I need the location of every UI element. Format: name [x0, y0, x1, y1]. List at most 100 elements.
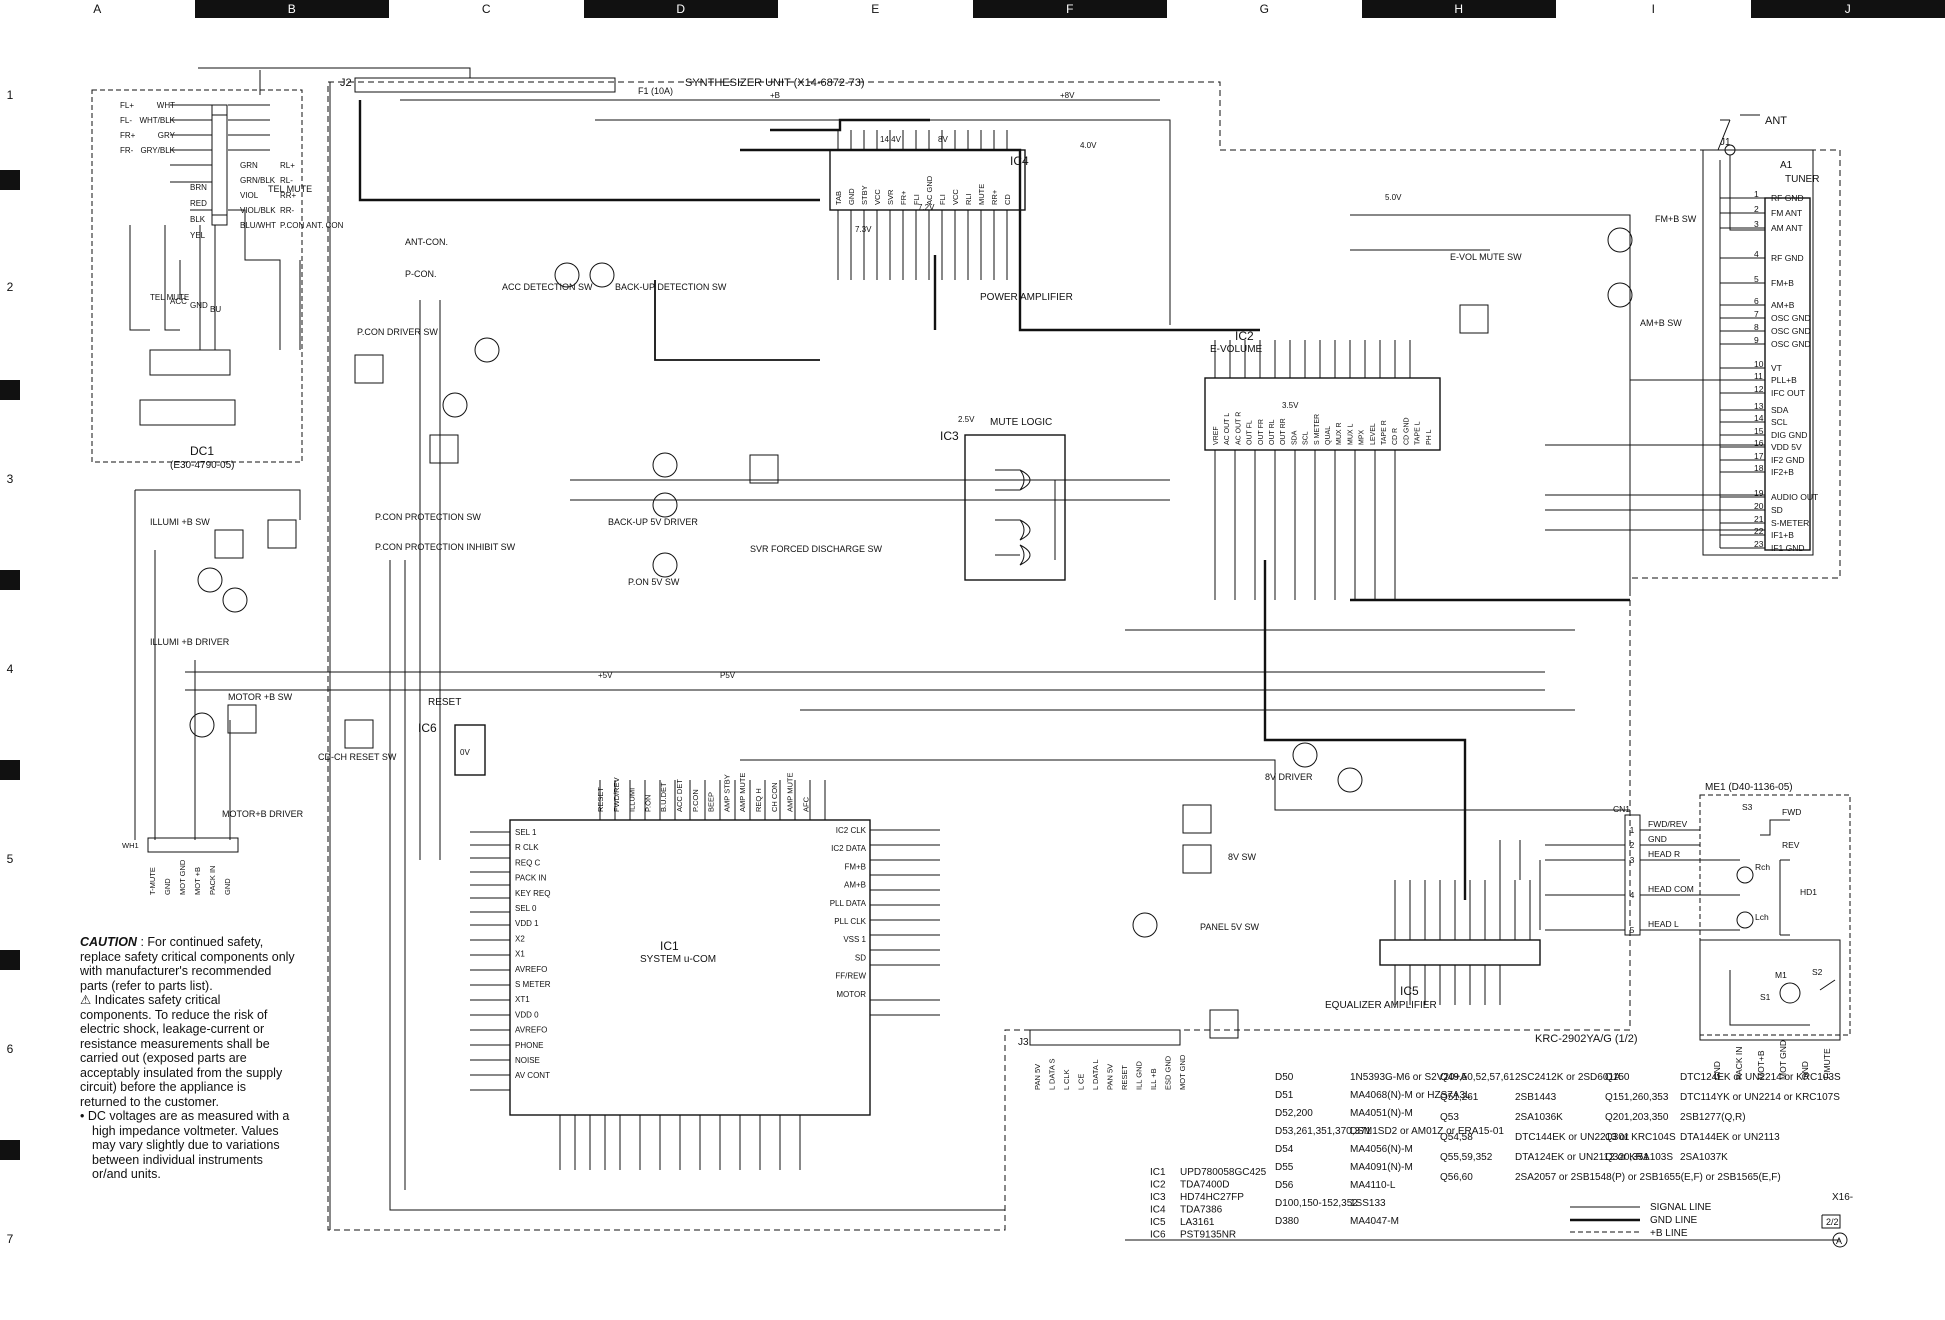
ic2-pin-name: QUAL [1325, 426, 1332, 445]
ic1-pin-name: AVREFO [515, 965, 547, 974]
j3-pin-name: PAN 5V [1106, 1064, 1115, 1090]
ic4-pin-name: TAB [834, 191, 843, 205]
parts-value: DSM1SD2 or AM01Z or ERA15-01 [1350, 1126, 1504, 1137]
ic4-pin-name: VCC [873, 189, 882, 205]
board-outline [327, 81, 1841, 1231]
ic2-pin-name: OUT RL [1269, 419, 1276, 445]
ic-value: LA3161 [1180, 1217, 1215, 1228]
tuner-pin-name: AM+B [1771, 300, 1795, 310]
ic-value: TDA7386 [1180, 1205, 1223, 1216]
tuner-pin-name: IFC OUT [1771, 388, 1805, 398]
ic1-pin-name: AVREFO [515, 1026, 547, 1035]
j3-pin-name: ESD GND [1164, 1055, 1173, 1090]
me1-part: REV [1782, 840, 1800, 850]
me1-outline [1699, 794, 1851, 1036]
column-label: B [194, 0, 389, 18]
row-band [0, 1140, 20, 1160]
tuner-pin-name: FM ANT [1771, 208, 1802, 218]
tuner-pin-number: 16 [1754, 438, 1764, 448]
row-label: 1 [6, 88, 14, 102]
ic1-pin-name: PLL CLK [834, 917, 866, 926]
wire-pin: BU [210, 305, 221, 314]
tuner-pin-number: 13 [1754, 401, 1764, 411]
tuner-pin-name: FM+B [1771, 278, 1794, 288]
tuner-pin-number: 7 [1754, 309, 1759, 319]
row-band [0, 760, 20, 780]
ic1-pin-name: AM+B [844, 881, 866, 890]
tuner-pin-number: 15 [1754, 426, 1764, 436]
parts-value: DTC124EK or UN2214 or KRC103S [1680, 1072, 1841, 1083]
me1-pin-name: T-MUTE [1822, 1048, 1832, 1080]
row-band [0, 570, 20, 590]
row-band [0, 170, 20, 190]
ic1-pin-name: S METER [515, 980, 551, 989]
wh1-pin-name: GND [223, 878, 232, 895]
ic1-pin-name: SD [855, 953, 866, 962]
tuner-pin-name: IF1+B [1771, 530, 1794, 540]
ic1-ref: IC1 [660, 939, 679, 953]
func-label: P-CON. [405, 269, 437, 279]
ic1-pin-name: PHONE [515, 1041, 543, 1050]
func-label: P.ON 5V SW [628, 577, 680, 587]
parts-ref: D53,261,351,370,371 [1275, 1126, 1372, 1137]
ic4-pin-name: FR+ [899, 190, 908, 205]
ic3-name: MUTE LOGIC [990, 417, 1052, 428]
cn1-pin-number: 1 [1630, 825, 1635, 835]
column-label: E [778, 0, 973, 18]
parts-value: 2SB1443 [1515, 1092, 1557, 1103]
voltage-marker: P5V [720, 671, 736, 680]
ic1-pin-name: IC2 DATA [831, 844, 866, 853]
tuner-pin-number: 21 [1754, 514, 1764, 524]
parts-ref: D380 [1275, 1216, 1299, 1227]
wire-color: BLU/WHT [240, 221, 276, 230]
parts-ref: Q201,203,350 [1605, 1112, 1669, 1123]
voltage-marker: +5V [598, 671, 613, 680]
wire-color: VIOL [240, 191, 259, 200]
wire-pin: RL- [280, 176, 293, 185]
ic2-pin-name: AC OUT L [1224, 413, 1231, 445]
ic1-pin-name: CH CON [770, 782, 779, 812]
ic1-pin-name: FM+B [844, 862, 866, 871]
ic1-pin-name: PACK IN [515, 874, 547, 883]
func-label: P.CON PROTECTION SW [375, 512, 481, 522]
wire-pin: FR- [120, 146, 134, 155]
tuner-pin-number: 17 [1754, 451, 1764, 461]
func-label: MOTOR+B DRIVER [222, 809, 304, 819]
ic1-pin-name: XT1 [515, 995, 530, 1004]
ic4-name: POWER AMPLIFIER [980, 292, 1073, 303]
tuner-pin-name: OSC GND [1771, 339, 1811, 349]
me1-pin-name: MOT GND [1778, 1040, 1788, 1080]
ic2-pin-name: TAPE L [1415, 421, 1422, 445]
circle-a: A [1836, 1236, 1842, 1246]
ic1-pin-name: BEEP [707, 792, 716, 812]
parts-ref: D55 [1275, 1162, 1294, 1173]
column-label: H [1361, 0, 1556, 18]
model-label: KRC-2902YA/G (1/2) [1535, 1033, 1638, 1045]
parts-value: 2SA1036K [1515, 1112, 1563, 1123]
ic4-pin-name: GND [847, 188, 856, 205]
tuner-pin-number: 3 [1754, 219, 1759, 229]
me1-part: HD1 [1800, 887, 1817, 897]
ic1-pin-name: P.CON [691, 789, 700, 812]
wh1-pin-name: MOT +B [193, 867, 202, 895]
parts-ref: Q53 [1440, 1112, 1459, 1123]
ic4-pin-name: FLI [938, 194, 947, 205]
ant-label: ANT [1765, 115, 1787, 127]
ic1-pin-name: AMP STBY [722, 774, 731, 812]
parts-value: MA4056(N)-M [1350, 1144, 1413, 1155]
caution-text: : For continued safety, replace safety c… [80, 935, 295, 993]
j3-pin-name: L CE [1077, 1074, 1086, 1090]
wh1-label: WH1 [122, 841, 139, 850]
parts-value: MA4051(N)-M [1350, 1108, 1413, 1119]
parts-value: 2SA1037K [1680, 1152, 1728, 1163]
voltage-marker: 14.4V [880, 135, 902, 144]
ic6-body [454, 724, 486, 776]
ic2-body [1204, 377, 1441, 451]
me1-part: S3 [1742, 802, 1753, 812]
row-label: 7 [6, 1232, 14, 1246]
me1-part: Lch [1755, 912, 1769, 922]
wire-color: RED [190, 199, 207, 208]
j3-pin-name: RESET [1120, 1065, 1129, 1090]
me1-label: ME1 (D40-1136-05) [1705, 782, 1793, 793]
dc1-label: DC1 [190, 444, 214, 458]
